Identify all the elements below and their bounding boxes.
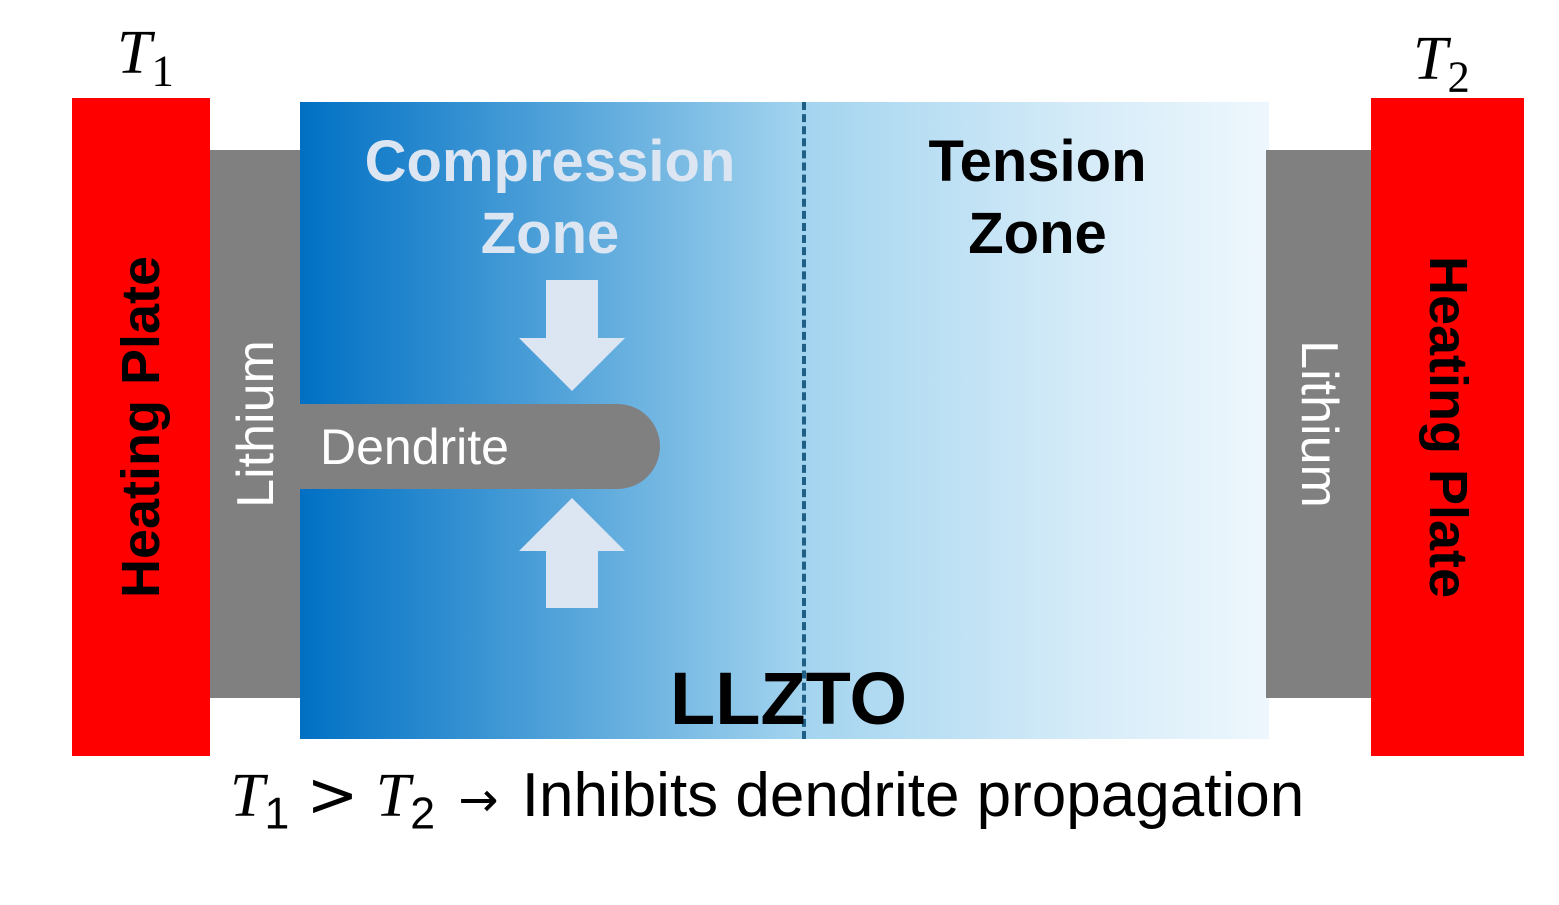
conclusion-formula: T1 > T2 → Inhibits dendrite propagation — [230, 761, 1305, 837]
compression-arrow-down-icon — [519, 280, 625, 391]
zone-divider-line — [802, 102, 806, 739]
compression-arrow-up-icon — [519, 498, 625, 608]
temperature-symbol: T — [1413, 25, 1448, 93]
lithium-label: Lithium — [1290, 340, 1348, 508]
heating-plate-left: Heating Plate — [72, 98, 210, 756]
compression-zone-line1: Compression — [364, 129, 736, 194]
llzto-label: LLZTO — [670, 657, 908, 740]
formula-operator: > — [306, 758, 359, 831]
formula-left-subscript: 1 — [264, 789, 290, 839]
compression-zone-line2: Zone — [480, 201, 620, 266]
temperature-label-left: T1 — [117, 19, 174, 93]
formula-right-symbol: T — [375, 762, 411, 830]
tension-zone-line2: Zone — [968, 201, 1107, 266]
temperature-subscript: 1 — [151, 45, 174, 96]
compression-zone-title: Compression Zone — [330, 126, 770, 270]
lithium-left: Lithium — [210, 150, 302, 698]
heating-plate-label: Heating Plate — [1417, 255, 1478, 599]
lithium-right: Lithium — [1266, 150, 1372, 698]
formula-arrow-icon: → — [458, 772, 499, 828]
tension-zone-line1: Tension — [928, 129, 1147, 194]
formula-right-subscript: 2 — [410, 789, 436, 839]
formula-text: Inhibits dendrite propagation — [521, 761, 1305, 830]
heating-plate-label: Heating Plate — [111, 255, 171, 599]
heating-plate-right: Heating Plate — [1371, 98, 1524, 756]
lithium-label: Lithium — [227, 340, 285, 508]
tension-zone-title: Tension Zone — [850, 126, 1225, 270]
formula-left-symbol: T — [230, 762, 265, 830]
temperature-symbol: T — [117, 19, 152, 87]
temperature-subscript: 2 — [1447, 51, 1470, 102]
temperature-label-right: T2 — [1413, 25, 1470, 99]
dendrite-label: Dendrite — [320, 418, 509, 475]
dendrite: Dendrite — [300, 404, 660, 489]
